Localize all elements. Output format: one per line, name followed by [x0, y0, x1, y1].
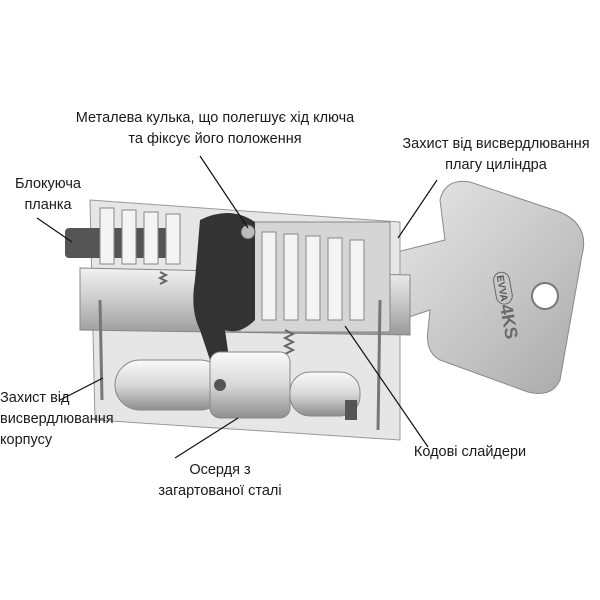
label-line: планка: [24, 197, 72, 213]
label-housing-drill-protection: Захист від висвердлювання корпусу: [0, 388, 114, 451]
code-sliders: [99, 207, 365, 321]
label-plug-drill-protection: Захист від висвердлювання плагу циліндра: [392, 134, 600, 176]
hardened-steel-core: [114, 351, 361, 420]
label-code-sliders: Кодові слайдери: [405, 442, 535, 463]
label-hardened-core: Осердя з загартованої сталі: [150, 460, 290, 502]
label-line: висвердлювання: [0, 411, 114, 427]
drill-protection-pins: [98, 299, 382, 431]
label-line: плагу циліндра: [445, 157, 547, 173]
label-line: Блокуюча: [15, 176, 81, 192]
label-line: Металева кулька, що полегшує хід ключа: [75, 110, 355, 126]
key: EVVA 4KS: [384, 180, 585, 394]
springs: [157, 271, 296, 355]
metal-ball-cam: [193, 212, 255, 365]
label-blocking-bar: Блокуюча планка: [4, 174, 92, 216]
label-metal-ball: Металева кулька, що полегшує хід ключа т…: [50, 108, 380, 150]
label-line: Захист від: [0, 390, 70, 406]
label-line: Кодові слайдери: [413, 444, 527, 460]
label-line: Осердя з: [189, 462, 251, 478]
metal-ball: [240, 224, 256, 240]
label-line: Захист від висвердлювання: [402, 136, 590, 152]
label-line: та фіксує його положення: [128, 131, 302, 147]
svg-text:EVVA: EVVA: [494, 274, 509, 302]
leader-lines: [36, 155, 438, 459]
label-line: корпусу: [0, 432, 53, 448]
label-line: загартованої сталі: [158, 483, 282, 499]
